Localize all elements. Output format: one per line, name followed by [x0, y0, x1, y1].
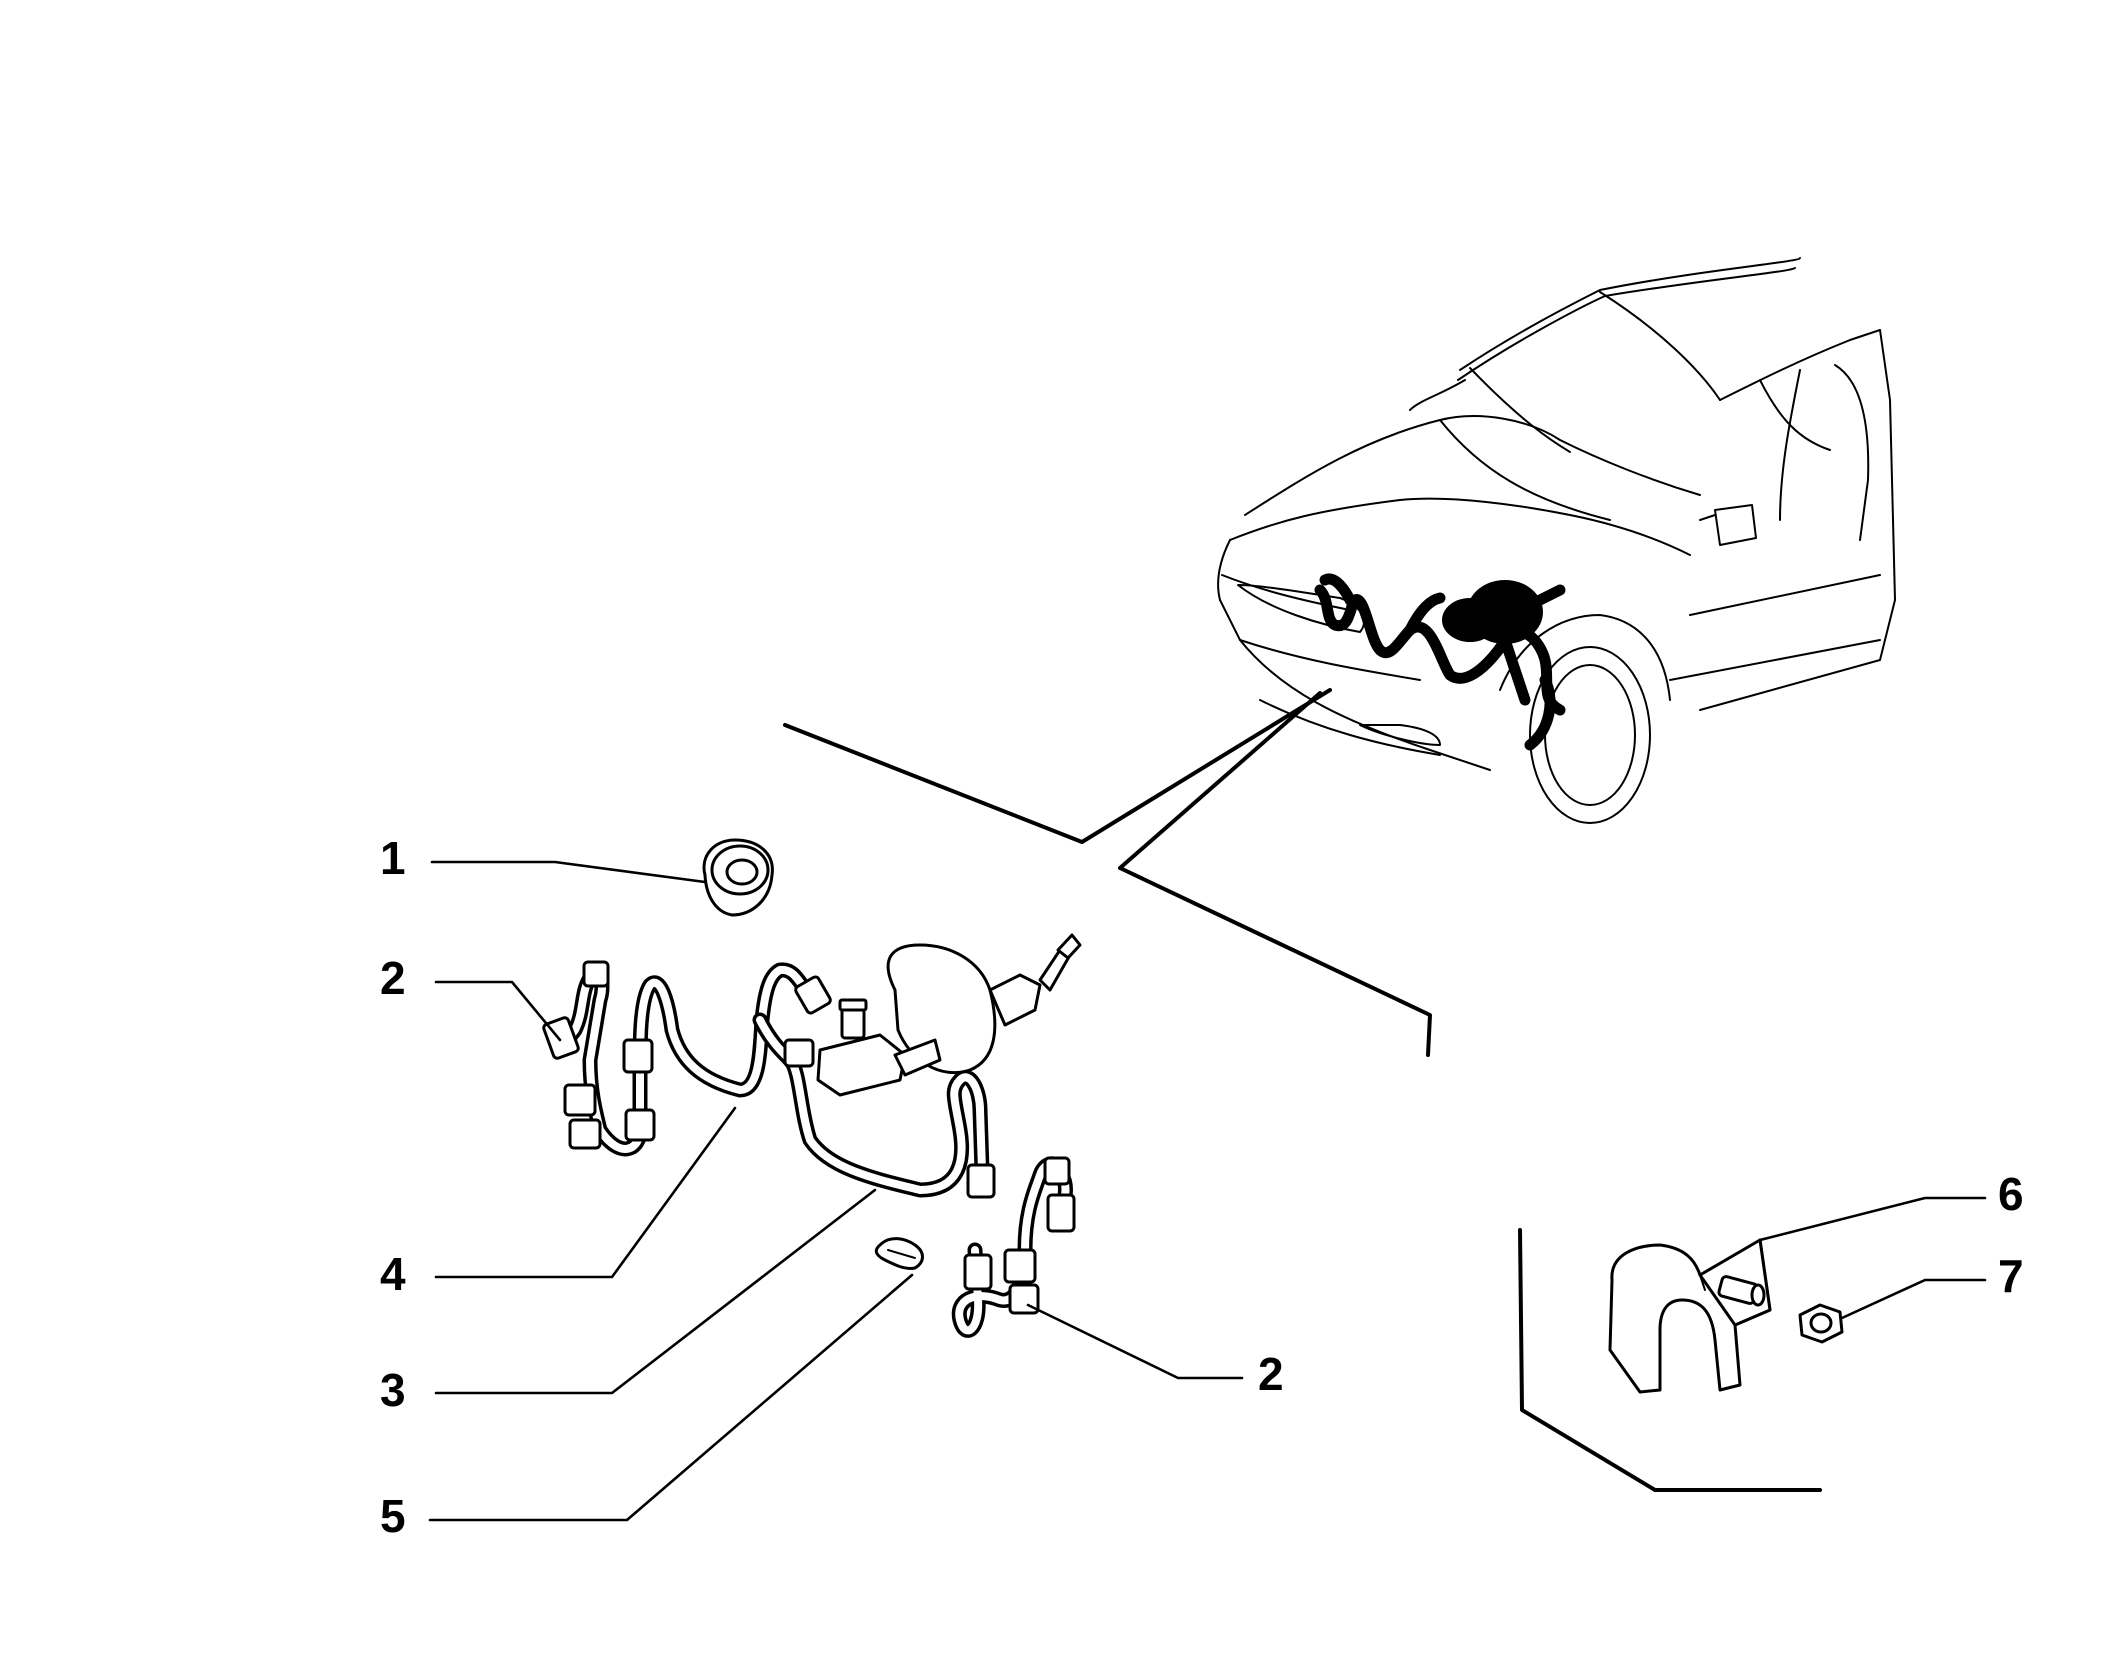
callout-leaders — [428, 860, 1987, 1522]
vehicle-locator-sketch — [1217, 257, 1896, 824]
brake-pipe-assembly — [542, 960, 1076, 1338]
callout-4: 4 — [380, 1248, 406, 1300]
clip-part — [874, 1237, 924, 1270]
callout-6: 6 — [1998, 1168, 2024, 1220]
callout-1: 1 — [380, 832, 406, 884]
callout-2-right: 2 — [1258, 1348, 1284, 1400]
callout-7: 7 — [1998, 1250, 2024, 1302]
callout-3: 3 — [380, 1364, 406, 1416]
callout-5: 5 — [380, 1490, 406, 1542]
grommet-part — [702, 838, 774, 917]
callout-labels: 1 2 2 3 4 5 6 7 — [380, 832, 2024, 1542]
callout-2-left: 2 — [380, 952, 406, 1004]
bracket-part — [1608, 1238, 1772, 1394]
nut-part — [1798, 1303, 1844, 1344]
locator-leader-lines — [783, 688, 1822, 1492]
master-cylinder-servo — [816, 933, 1082, 1097]
